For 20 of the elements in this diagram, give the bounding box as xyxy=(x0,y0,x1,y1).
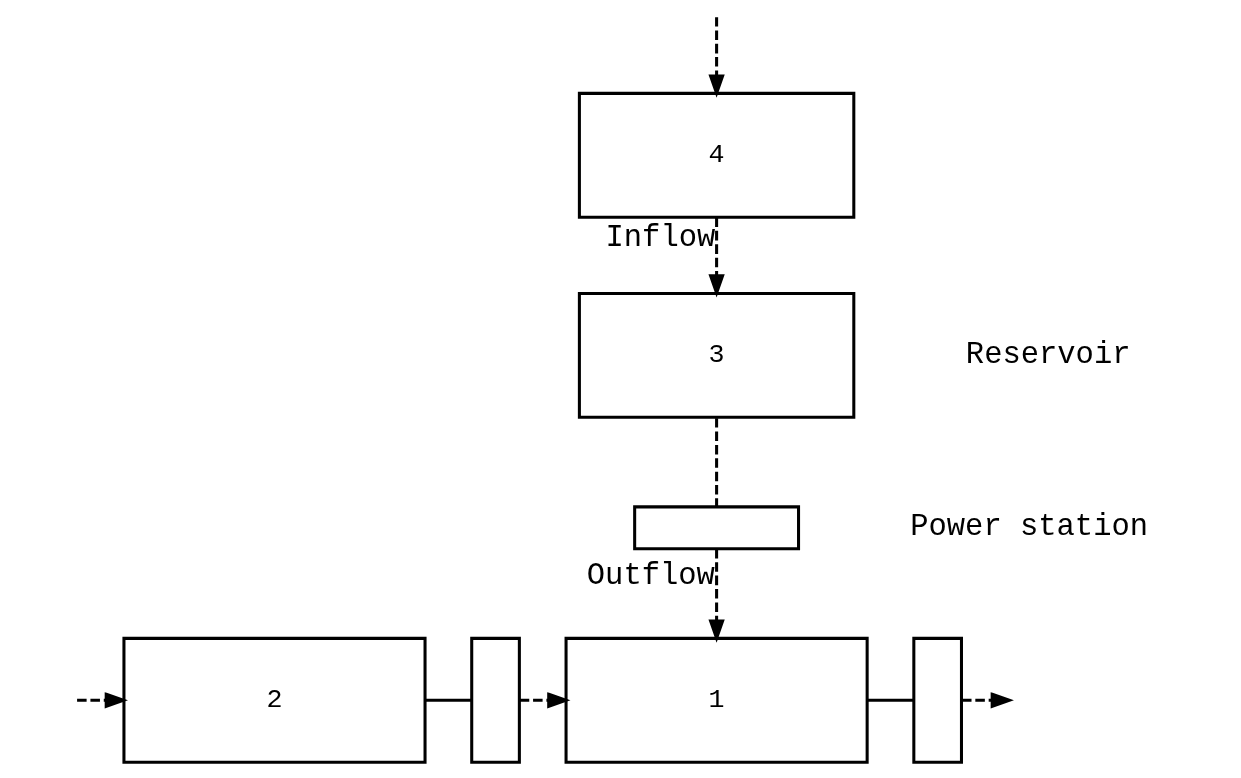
node-label: Reservoir xyxy=(965,337,1131,372)
edge-label: Inflow xyxy=(605,220,716,255)
connector xyxy=(425,698,472,702)
node-box xyxy=(633,505,801,551)
arrow xyxy=(708,217,725,298)
node-box xyxy=(470,636,521,764)
node-box: 1 xyxy=(564,636,869,764)
node-box: 4 xyxy=(577,91,856,219)
arrow xyxy=(708,549,725,643)
arrow xyxy=(77,692,128,709)
connector xyxy=(715,418,719,507)
arrow xyxy=(519,692,571,709)
edge-label: Outflow xyxy=(586,558,715,593)
node-label: Power station xyxy=(910,510,1149,545)
arrow xyxy=(962,692,1014,709)
node-box: 2 xyxy=(122,636,427,764)
node-box: 3 xyxy=(577,291,856,419)
connector xyxy=(867,698,914,702)
node-box xyxy=(912,636,963,764)
arrow xyxy=(708,17,725,98)
